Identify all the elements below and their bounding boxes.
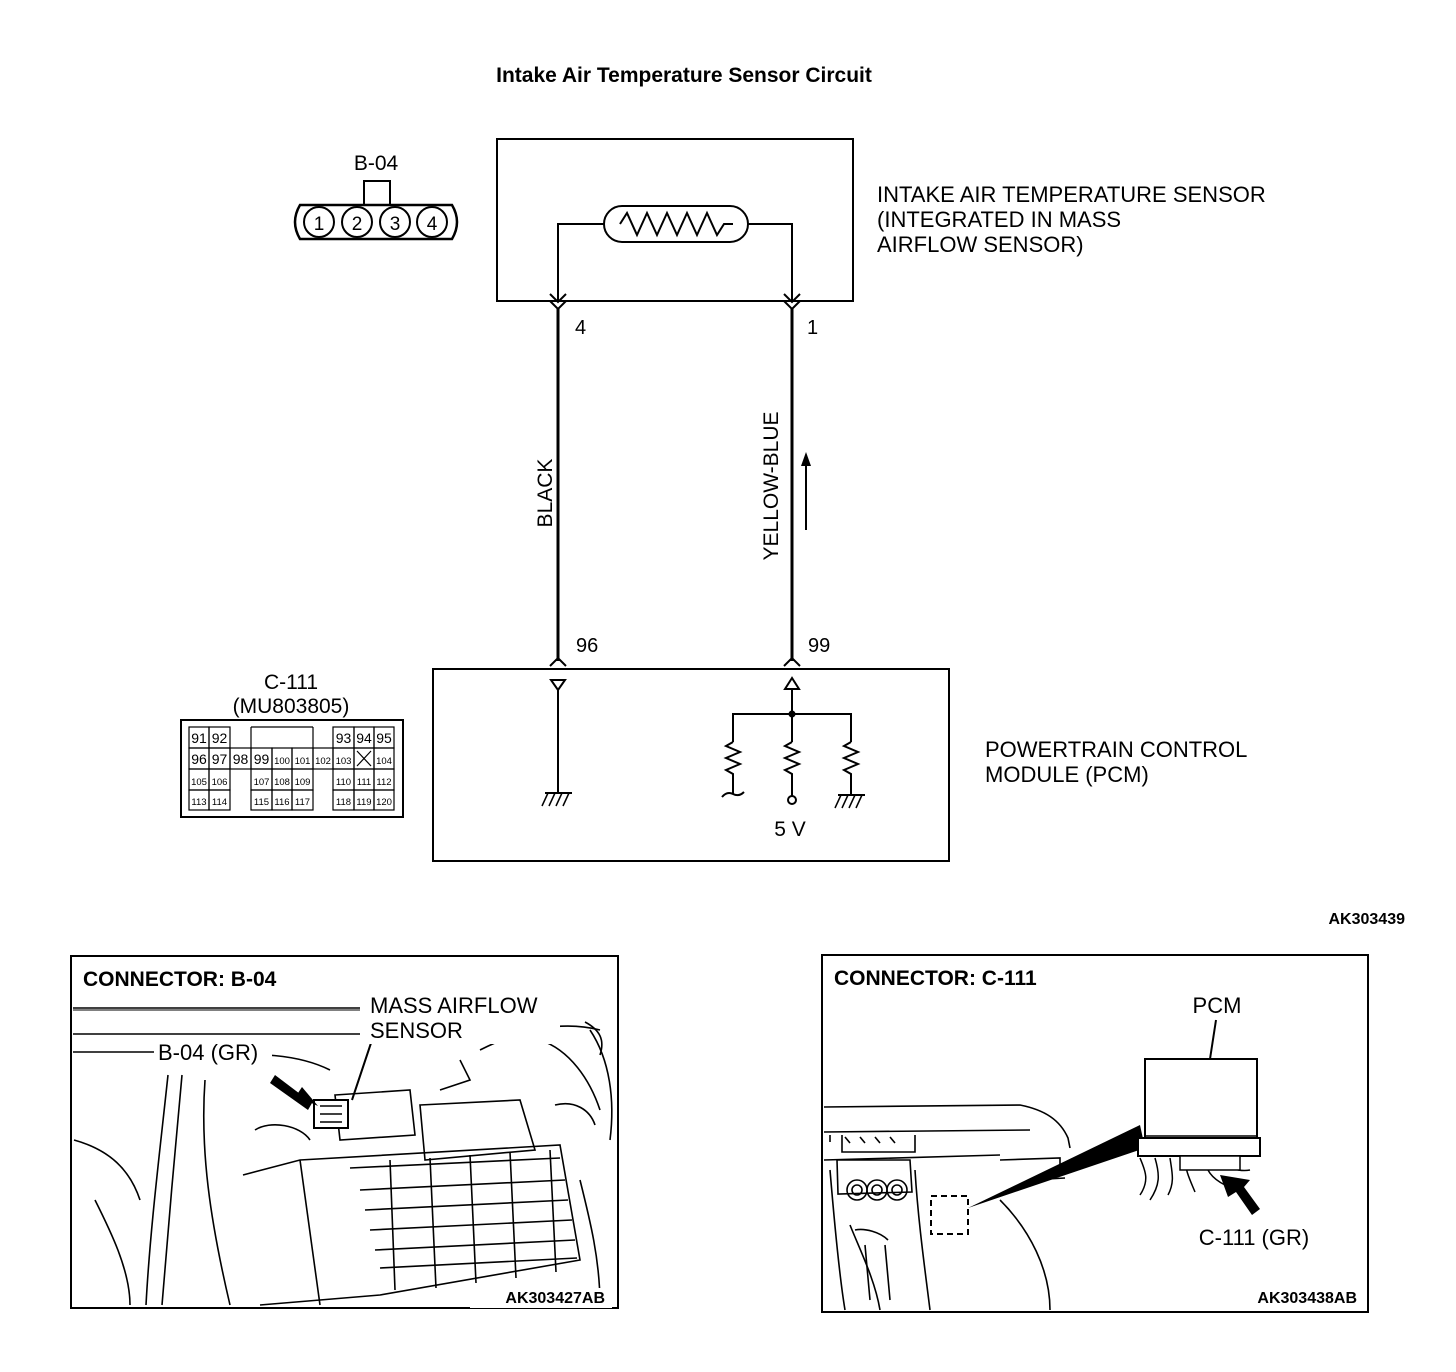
panel-connector-b04: CONNECTOR: B-04 MASS AIRFLOW SENSOR B-04… <box>70 955 619 1309</box>
sensor-block: INTAKE AIR TEMPERATURE SENSOR (INTEGRATE… <box>496 138 1266 339</box>
callout-leader <box>351 1036 374 1101</box>
c111-pin-label: 95 <box>376 730 392 746</box>
sensor-box <box>496 138 854 302</box>
panel-right-heading: CONNECTOR: C-111 <box>834 967 1037 990</box>
c111-pin-label: 98 <box>233 751 249 767</box>
c111-pin-label: 120 <box>376 797 392 808</box>
c111-pin-label: 110 <box>336 777 351 788</box>
sensor-pin-1: 1 <box>807 317 818 339</box>
pcm-unit-label: PCM <box>1193 993 1242 1018</box>
c111-pin-label: 93 <box>336 730 352 746</box>
c111-pin-label: 113 <box>191 797 206 808</box>
pcm-location-marker <box>930 1195 969 1235</box>
sensor-pin-4: 4 <box>575 317 586 339</box>
c111-pin-label: 96 <box>191 751 207 767</box>
c111-pin-label: 105 <box>191 777 207 788</box>
pcm-label-line-1: POWERTRAIN CONTROL <box>985 737 1247 762</box>
wires: BLACK YELLOW-BLUE <box>534 309 811 667</box>
c111-pin-label: 109 <box>295 777 311 788</box>
pcm-pin-99: 99 <box>808 635 830 657</box>
c111-pointer-arrow <box>1220 1175 1260 1215</box>
b04-pin-2: 2 <box>352 214 363 235</box>
resistor-left <box>723 741 743 794</box>
b04-pin-3: 3 <box>390 214 401 235</box>
resistor-right <box>841 741 861 795</box>
c111-location-label: C-111 (GR) <box>1199 1225 1309 1250</box>
b04-pin-4: 4 <box>427 214 438 235</box>
connector-c111-name: C-111 <box>264 671 318 694</box>
c111-pin-label: 112 <box>376 777 391 788</box>
dashboard-illustration <box>823 1104 1071 1311</box>
c111-pin-label: 92 <box>212 730 228 746</box>
callout-line-2: SENSOR <box>370 1018 463 1043</box>
zoom-wedge <box>968 1125 1145 1208</box>
b04-pin-1: 1 <box>314 214 325 235</box>
c111-pin-label: 107 <box>254 777 270 788</box>
connector-b04-face: B-04 1 2 3 4 <box>293 152 459 241</box>
panel-connector-c111: CONNECTOR: C-111 <box>821 954 1369 1313</box>
c111-pin-label: 111 <box>357 777 371 788</box>
engine-bay-illustration <box>73 1007 613 1306</box>
c111-pin-label: 106 <box>212 777 228 788</box>
c111-pin-label: 91 <box>191 730 207 746</box>
pcm-box <box>432 668 950 862</box>
connector-b04-name: B-04 <box>354 152 399 175</box>
sensor-label-line-1: INTAKE AIR TEMPERATURE SENSOR <box>877 182 1266 207</box>
b04-pointer-arrow <box>270 1075 312 1110</box>
c111-pin-label: 94 <box>356 730 372 746</box>
c111-pin-cell <box>291 789 314 811</box>
wire-black-label: BLACK <box>534 459 557 528</box>
panel-right-code: AK303438AB <box>1257 1290 1357 1307</box>
c111-pin-label: 115 <box>254 797 269 808</box>
c111-pin-label: 119 <box>356 797 371 808</box>
connector-c111-part: (MU803805) <box>233 695 350 718</box>
panel-left-code: AK303427AB <box>505 1290 605 1307</box>
c111-pin-cell <box>208 789 231 811</box>
c111-pin-label: 118 <box>336 797 351 808</box>
callout-line-1: MASS AIRFLOW <box>370 993 538 1018</box>
pcm-label-line-2: MODULE (PCM) <box>985 762 1149 787</box>
resistor-middle <box>782 741 802 796</box>
c111-pin-label: 102 <box>315 756 331 767</box>
supply-terminal <box>787 795 797 805</box>
c111-pin-cell <box>373 789 395 811</box>
c111-pin-label: 117 <box>295 797 310 808</box>
pcm-block: 96 99 5 V POWERTRAIN CONTROL MODULE (PCM… <box>432 635 1247 862</box>
c111-pin-label: 100 <box>274 756 290 767</box>
c111-pin-label: 101 <box>295 756 311 767</box>
diagram-title: Intake Air Temperature Sensor Circuit <box>496 64 872 87</box>
c111-pin-label: 97 <box>212 751 228 767</box>
c111-pin-label: 99 <box>254 751 270 767</box>
pcm-pin-96: 96 <box>576 635 598 657</box>
panel-left-heading: CONNECTOR: B-04 <box>83 968 277 991</box>
sensor-label-line-3: AIRFLOW SENSOR) <box>877 232 1084 257</box>
wire-yellow-blue-label: YELLOW-BLUE <box>760 412 783 561</box>
c111-pin-label: 116 <box>274 797 289 808</box>
figure-code: AK303439 <box>1329 911 1406 928</box>
sensor-label-line-2: (INTEGRATED IN MASS <box>877 207 1121 232</box>
b04-location-label: B-04 (GR) <box>158 1040 258 1065</box>
supply-voltage: 5 V <box>774 818 806 841</box>
c111-pin-label: 114 <box>212 797 227 808</box>
pcm-unit-icon <box>1144 1058 1258 1148</box>
c111-pin-label: 104 <box>376 756 392 767</box>
c111-pin-label: 108 <box>274 777 290 788</box>
c111-pin-label: 103 <box>336 756 352 767</box>
